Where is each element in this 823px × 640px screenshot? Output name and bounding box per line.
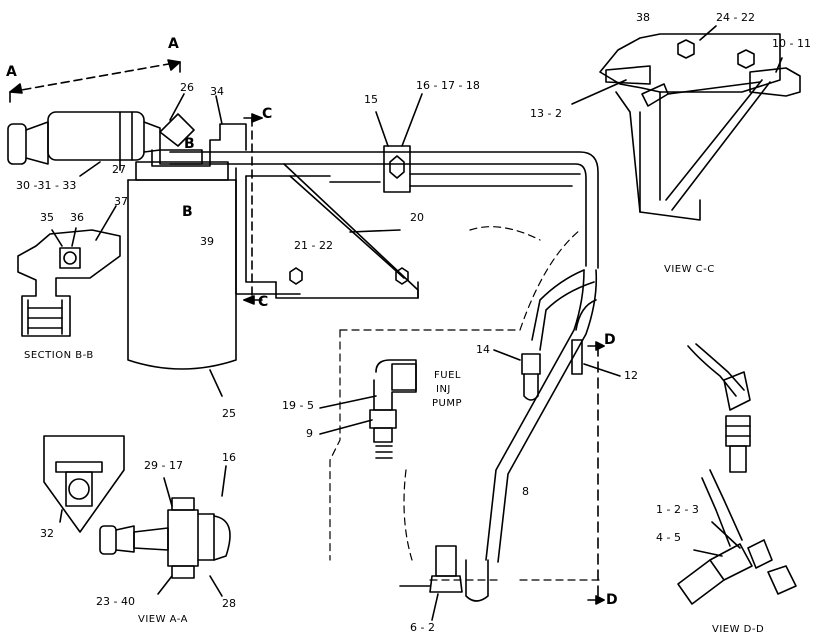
caption-view-dd: VIEW D-D bbox=[712, 624, 765, 635]
callout-9: 9 bbox=[306, 427, 313, 440]
callout-39: 39 bbox=[200, 235, 214, 248]
callout-10-11: 10 - 11 bbox=[772, 37, 811, 50]
engine-outline bbox=[329, 226, 601, 581]
callout-24-22: 24 - 22 bbox=[716, 11, 755, 24]
section-marker-d-top: D bbox=[604, 332, 616, 348]
callout-13-2: 13 - 2 bbox=[530, 107, 562, 120]
callout-34: 34 bbox=[210, 85, 224, 98]
mounting-bracket bbox=[275, 163, 419, 299]
fitting-6-2 bbox=[399, 545, 489, 621]
section-marker-b-bottom: B bbox=[182, 204, 193, 220]
section-bb-drawing bbox=[17, 205, 121, 337]
fuel-inj-pump-line-1: FUEL bbox=[434, 370, 461, 381]
view-aa-drawing bbox=[43, 435, 231, 597]
fuel-inj-pump-line-3: PUMP bbox=[432, 398, 463, 409]
callout-12: 12 bbox=[624, 369, 638, 382]
section-marker-a-right: A bbox=[168, 36, 179, 52]
fuel-line-8 bbox=[485, 269, 598, 563]
callout-35: 35 bbox=[40, 211, 54, 224]
fitting-12 bbox=[571, 339, 621, 377]
priming-pump bbox=[7, 93, 195, 177]
callout-26: 26 bbox=[180, 81, 194, 94]
section-marker-b-top: B bbox=[184, 136, 195, 152]
filter-head bbox=[151, 95, 247, 167]
callout-16: 16 bbox=[222, 451, 236, 464]
section-line-d bbox=[587, 341, 605, 605]
section-marker-c-top: C bbox=[262, 106, 273, 122]
caption-view-aa: VIEW A-A bbox=[138, 614, 189, 625]
callout-36: 36 bbox=[70, 211, 84, 224]
fitting-14 bbox=[493, 349, 541, 401]
callout-29-17: 29 - 17 bbox=[144, 459, 183, 472]
callout-8: 8 bbox=[522, 485, 529, 498]
caption-view-cc: VIEW C-C bbox=[664, 264, 715, 275]
callout-37: 37 bbox=[114, 195, 128, 208]
section-line-c bbox=[243, 113, 263, 305]
callout-25: 25 bbox=[222, 407, 236, 420]
callout-30-31-33: 30 -31 - 33 bbox=[16, 179, 77, 192]
callout-4-5: 4 - 5 bbox=[656, 531, 681, 544]
fuel-inj-pump-line-2: INJ bbox=[436, 384, 451, 395]
callout-16-17-18: 16 - 17 - 18 bbox=[416, 79, 480, 92]
callout-6-2: 6 - 2 bbox=[410, 621, 435, 634]
caption-section-bb: SECTION B-B bbox=[24, 350, 94, 361]
section-line-a bbox=[9, 59, 181, 103]
callout-28: 28 bbox=[222, 597, 236, 610]
callout-21-22: 21 - 22 bbox=[294, 239, 333, 252]
callout-1-2-3: 1 - 2 - 3 bbox=[656, 503, 699, 516]
callout-27: 27 bbox=[112, 163, 126, 176]
callout-20: 20 bbox=[410, 211, 424, 224]
view-cc-drawing bbox=[571, 25, 801, 221]
section-marker-a-left: A bbox=[6, 64, 17, 80]
callout-19-5: 19 - 5 bbox=[282, 399, 314, 412]
callout-38: 38 bbox=[636, 11, 650, 24]
view-dd-drawing bbox=[677, 343, 797, 605]
callout-15: 15 bbox=[364, 93, 378, 106]
section-marker-d-bottom: D bbox=[606, 592, 618, 608]
callout-14: 14 bbox=[476, 343, 490, 356]
fuel-line bbox=[169, 151, 599, 295]
section-marker-c-bottom: C bbox=[258, 294, 269, 310]
tube-clamp bbox=[375, 93, 423, 193]
elbow-fitting bbox=[319, 359, 417, 459]
callout-32: 32 bbox=[40, 527, 54, 540]
callout-23-40: 23 - 40 bbox=[96, 595, 135, 608]
fuel-filter bbox=[127, 149, 237, 397]
